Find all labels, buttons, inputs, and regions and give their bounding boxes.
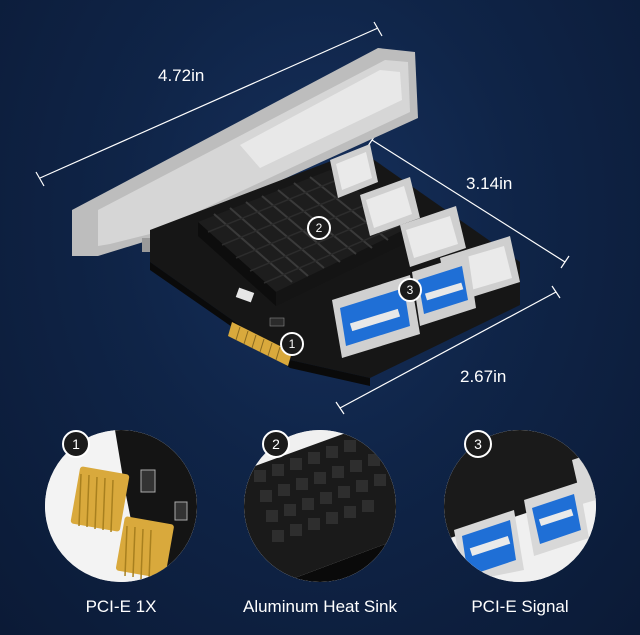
width-label: 2.67in bbox=[460, 367, 507, 386]
detail-2-badge: 2 bbox=[262, 430, 290, 458]
height-dimension-line bbox=[371, 139, 566, 263]
detail-3-badge: 3 bbox=[464, 430, 492, 458]
callout-3-badge: 3 bbox=[398, 278, 422, 302]
usb-port-blue bbox=[524, 482, 589, 556]
length-dimension-line bbox=[39, 27, 379, 179]
height-label: 3.14in bbox=[466, 174, 513, 193]
callout-1-badge: 1 bbox=[280, 332, 304, 356]
usb-port bbox=[360, 177, 420, 236]
detail-1-badge: 1 bbox=[62, 430, 90, 458]
caption-pcie-signal: PCI-E Signal bbox=[471, 597, 569, 616]
detail-usb-closeup bbox=[444, 430, 596, 582]
usb-ports bbox=[330, 144, 520, 358]
usb-closeup-image bbox=[444, 430, 596, 582]
caption-heat-sink: Aluminum Heat Sink bbox=[242, 597, 397, 616]
pcie-gold-fingers bbox=[228, 322, 292, 366]
usb-port bbox=[400, 206, 466, 267]
width-dimension-line bbox=[339, 291, 557, 409]
usb-port-blue bbox=[412, 254, 476, 326]
usb-port bbox=[330, 144, 378, 198]
length-label: 4.72in bbox=[158, 66, 205, 85]
usb-port-blue bbox=[454, 510, 524, 582]
heat-sink bbox=[198, 170, 408, 306]
caption-pcie-1x: PCI-E 1X bbox=[85, 597, 157, 616]
callout-2-badge: 2 bbox=[307, 216, 331, 240]
metal-bracket bbox=[72, 48, 418, 256]
usb-port-blue bbox=[332, 275, 420, 358]
product-illustration bbox=[35, 21, 570, 415]
gold-contacts bbox=[70, 466, 174, 579]
dimension-lines bbox=[35, 21, 570, 415]
